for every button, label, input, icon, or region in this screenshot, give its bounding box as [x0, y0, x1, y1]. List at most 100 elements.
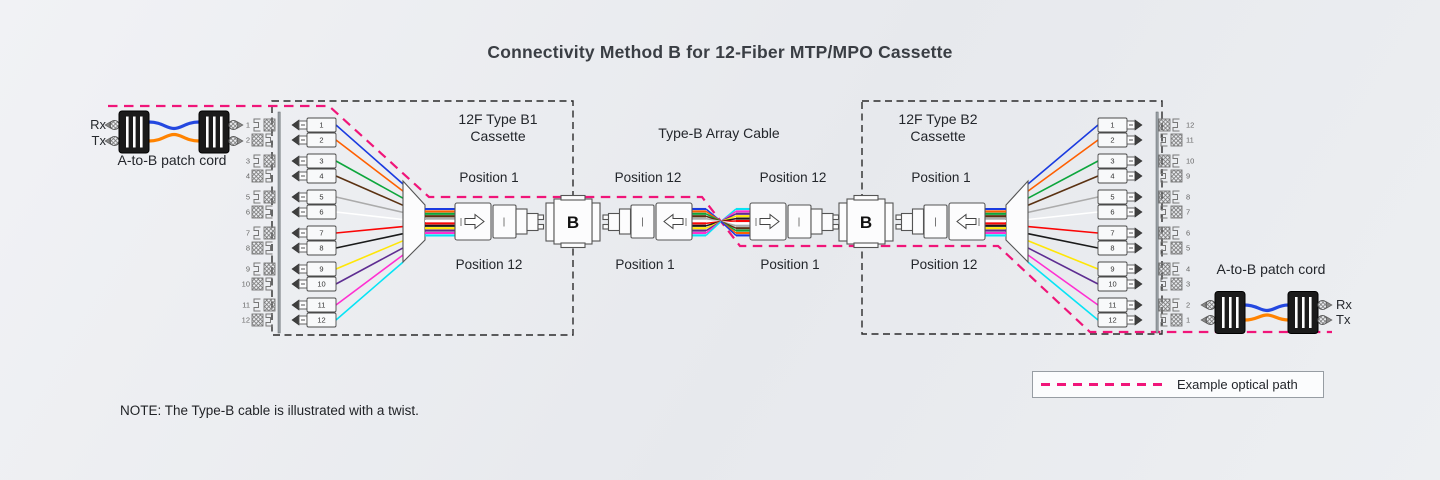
patch-cord-left-label: A-to-B patch cord [117, 152, 227, 168]
duplex-adapter-right-hatch [1158, 190, 1171, 204]
cable-twist [705, 208, 737, 236]
duplex-adapter-left-bracket [265, 169, 273, 183]
legend-label: Example optical path [1177, 377, 1298, 392]
lc-number-right: 9 [1110, 265, 1114, 274]
lc-number-left: 5 [319, 193, 323, 202]
lc-number-left: 8 [319, 244, 323, 253]
lc-number-right: 5 [1110, 193, 1114, 202]
lc-number-right: 7 [1110, 229, 1114, 238]
fiber-left-9 [335, 240, 404, 270]
lc-tip [1134, 155, 1143, 167]
port-number-left: 11 [242, 301, 250, 310]
duplex-adapter-right-hatch [1170, 241, 1183, 255]
lc-tip [291, 314, 300, 326]
port-number-right: 9 [1186, 172, 1190, 181]
lc-tip [291, 299, 300, 311]
duplex-adapter-left-bracket [265, 241, 273, 255]
duplex-adapter-left-bracket [253, 154, 261, 168]
lc-number-left: 10 [317, 280, 325, 289]
duplex-adapter-left-bracket [253, 190, 261, 204]
lc-connector-left [306, 204, 337, 220]
lc-number-right: 1 [1110, 121, 1114, 130]
fanout-right [1005, 179, 1029, 264]
duplex-adapter-left-hatch [263, 298, 276, 312]
cassette-right-title-line1: 12F Type B2 [898, 111, 978, 127]
twist-fiber [720, 220, 737, 236]
duplex-adapter-left-hatch [263, 118, 276, 132]
duplex-adapter-left-hatch [251, 313, 264, 327]
duplex-adapter-right-bracket [1172, 226, 1180, 240]
fiber-left-1 [335, 124, 404, 185]
patch-cord-right [1200, 291, 1333, 334]
duplex-adapter-right-hatch [1170, 313, 1183, 327]
lc-number-right: 12 [1108, 316, 1116, 325]
duplex-adapter-right-bracket [1172, 298, 1180, 312]
adapter-b-letter: B [567, 213, 579, 232]
duplex-adapter-right-hatch [1158, 118, 1171, 132]
duplex-adapter-right-bracket [1172, 118, 1180, 132]
key-arrow-left-icon [663, 213, 684, 230]
cassette-left-title-line2: Cassette [470, 128, 526, 144]
lc-connector-left [306, 312, 337, 328]
lc-tip [291, 170, 300, 182]
lc-number-left: 6 [319, 208, 323, 217]
duplex-adapter-left-bracket [265, 133, 273, 147]
duplex-adapter-left-hatch [251, 133, 264, 147]
lc-number-right: 11 [1109, 301, 1117, 310]
fiber-right-4 [1027, 175, 1099, 207]
duplex-adapter-left-hatch [251, 205, 264, 219]
duplex-adapter-right-bracket [1160, 313, 1168, 327]
ribbon-cables [425, 207, 1006, 237]
twist-fiber [705, 220, 722, 236]
lc-tip [1134, 191, 1143, 203]
port-number-right: 5 [1186, 244, 1190, 253]
patch-cord-left [104, 110, 244, 154]
lc-number-left: 11 [318, 301, 326, 310]
duplex-adapter-right-hatch [1170, 205, 1183, 219]
duplex-adapter-left-hatch [263, 262, 276, 276]
cassette-left-position-bottom: Position 12 [455, 257, 523, 272]
duplex-adapter-right-hatch [1170, 277, 1183, 291]
lc-number-left: 2 [319, 136, 323, 145]
fiber-left-2 [335, 139, 404, 192]
lc-number-right: 10 [1108, 280, 1116, 289]
port-number-left: 5 [246, 193, 250, 202]
patch-cord-right-label: A-to-B patch cord [1216, 261, 1326, 277]
lc-tip [291, 206, 300, 218]
fiber-right-1 [1027, 124, 1099, 185]
lc-tip [1134, 206, 1143, 218]
lc-number-right: 8 [1110, 244, 1114, 253]
array-right-position-top: Position 12 [759, 170, 827, 185]
fiber-left-10 [335, 247, 404, 285]
tx-wire [147, 132, 201, 143]
mtp-adapter-b-right: B [838, 194, 894, 249]
lc-tip [1134, 242, 1143, 254]
lc-number-left: 4 [319, 172, 323, 181]
duplex-adapter-right-bracket [1160, 277, 1168, 291]
duplex-adapter-right-hatch [1170, 169, 1183, 183]
lc-connector-left [306, 153, 337, 169]
port-number-left: 2 [246, 136, 250, 145]
lc-connector-left [306, 189, 337, 205]
note-text: NOTE: The Type-B cable is illustrated wi… [120, 403, 419, 418]
tx-label-left: Tx [91, 133, 106, 148]
lc-number-right: 6 [1110, 208, 1114, 217]
cassette-right-position-top: Position 1 [911, 170, 971, 185]
port-number-left: 10 [242, 280, 250, 289]
legend-box: Example optical path [1032, 371, 1324, 398]
duplex-adapter-left-hatch [263, 190, 276, 204]
lc-number-right: 3 [1110, 157, 1114, 166]
duplex-adapter-right-bracket [1160, 169, 1168, 183]
port-number-right: 8 [1186, 193, 1190, 202]
port-number-left: 4 [246, 172, 250, 181]
fiber-left-3 [335, 160, 404, 199]
port-number-right: 10 [1186, 157, 1194, 166]
fiber-right-10 [1027, 247, 1099, 285]
fiber-right-3 [1027, 160, 1099, 199]
lc-tip [291, 191, 300, 203]
fiber-right-7 [1027, 225, 1099, 234]
duplex-adapter-left-hatch [251, 277, 264, 291]
lc-tip [1134, 263, 1143, 275]
